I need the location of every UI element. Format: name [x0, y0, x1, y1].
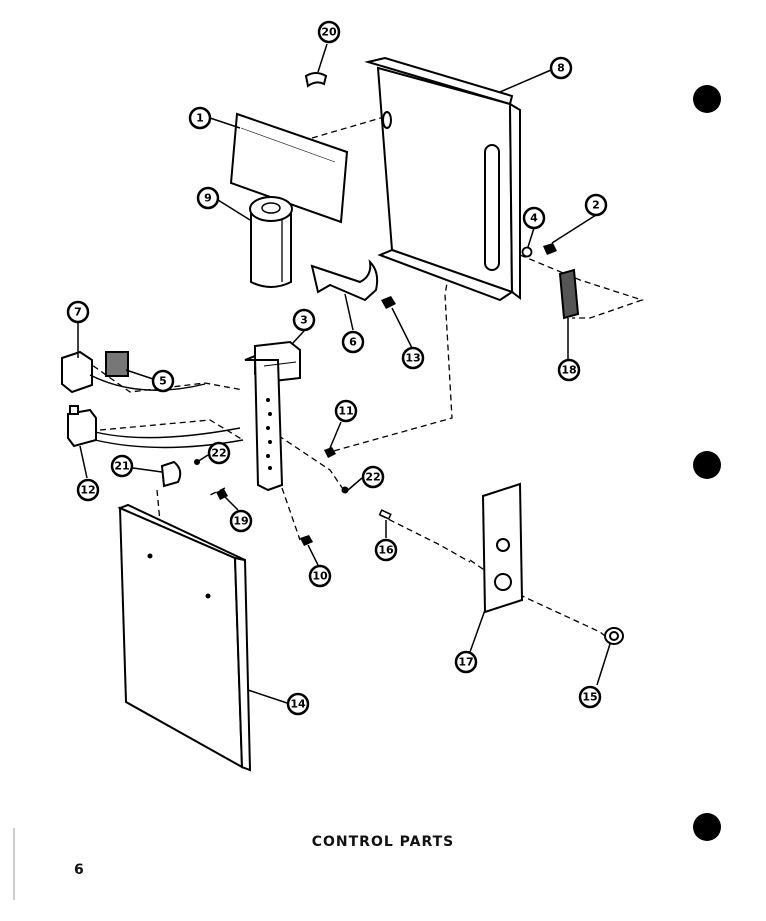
svg-text:13: 13 [405, 352, 420, 365]
part-14-cover-panel [117, 503, 252, 772]
part-3-control-switch [244, 340, 301, 492]
part-7-relay [61, 350, 93, 394]
callout-3: 3 [292, 308, 316, 332]
svg-text:12: 12 [80, 484, 95, 497]
callout-5: 5 [151, 369, 175, 393]
svg-text:5: 5 [159, 375, 167, 388]
part-10-screw [300, 535, 313, 546]
callout-13: 13 [401, 346, 425, 370]
svg-text:15: 15 [582, 691, 597, 704]
part-9-capacitor [249, 196, 293, 288]
binder-hole [693, 85, 721, 113]
part-21-bracket [160, 460, 182, 488]
part-8-control-bracket [364, 56, 521, 302]
svg-text:9: 9 [204, 192, 212, 205]
part-2-screw [543, 243, 557, 255]
svg-text:17: 17 [458, 656, 473, 669]
callout-17: 17 [454, 650, 478, 674]
callout-18: 18 [557, 358, 581, 382]
svg-text:8: 8 [557, 62, 565, 75]
svg-text:4: 4 [530, 212, 538, 225]
callout-11: 11 [334, 399, 358, 423]
leader-lines [77, 43, 611, 704]
callout-10: 10 [308, 564, 332, 588]
svg-text:21: 21 [114, 460, 129, 473]
part-20-clip [304, 72, 328, 88]
callout-14: 14 [286, 692, 310, 716]
part-12-switch [67, 405, 97, 448]
callout-22: 22 [207, 441, 231, 465]
callout-21: 21 [110, 454, 134, 478]
callout-8: 8 [549, 56, 573, 80]
part-6-capacitor-strap [310, 259, 379, 302]
part-15-knob [604, 627, 624, 645]
svg-text:22: 22 [211, 447, 226, 460]
svg-text:3: 3 [300, 314, 308, 327]
callout-22: 22 [361, 465, 385, 489]
svg-text:6: 6 [349, 336, 357, 349]
svg-text:10: 10 [312, 570, 328, 583]
svg-text:14: 14 [290, 698, 306, 711]
callout-1: 1 [188, 106, 212, 130]
callout-16: 16 [374, 538, 398, 562]
part-17-knob-plate [481, 482, 524, 614]
part-13-screw [381, 296, 396, 309]
callout-20: 20 [317, 20, 341, 44]
part-18-terminal-strip [558, 268, 580, 320]
part-16-pin [378, 509, 392, 520]
part-5-terminal-block [105, 351, 129, 377]
svg-text:7: 7 [74, 306, 82, 319]
callout-7: 7 [66, 300, 90, 324]
callout-19: 19 [229, 509, 253, 533]
svg-text:11: 11 [338, 405, 353, 418]
svg-text:2: 2 [592, 199, 600, 212]
diagram-caption: CONTROL PARTS [311, 834, 455, 850]
svg-text:1: 1 [196, 112, 204, 125]
callout-15: 15 [578, 685, 602, 709]
binder-hole [693, 451, 721, 479]
callout-12: 12 [76, 478, 100, 502]
svg-text:16: 16 [378, 544, 394, 557]
svg-text:20: 20 [321, 26, 337, 39]
binder-hole [693, 813, 721, 841]
part-11-screw [324, 447, 336, 458]
part-1-label-panel [229, 112, 349, 224]
svg-text:18: 18 [561, 364, 576, 377]
part-22-screw [341, 486, 349, 494]
part-4-washer [521, 246, 533, 258]
callout-9: 9 [196, 186, 220, 210]
page-number: 6 [74, 862, 84, 878]
callout-4: 4 [522, 206, 546, 230]
callout-6: 6 [341, 330, 365, 354]
callout-2: 2 [584, 193, 608, 217]
svg-text:22: 22 [365, 471, 380, 484]
svg-text:19: 19 [233, 515, 248, 528]
